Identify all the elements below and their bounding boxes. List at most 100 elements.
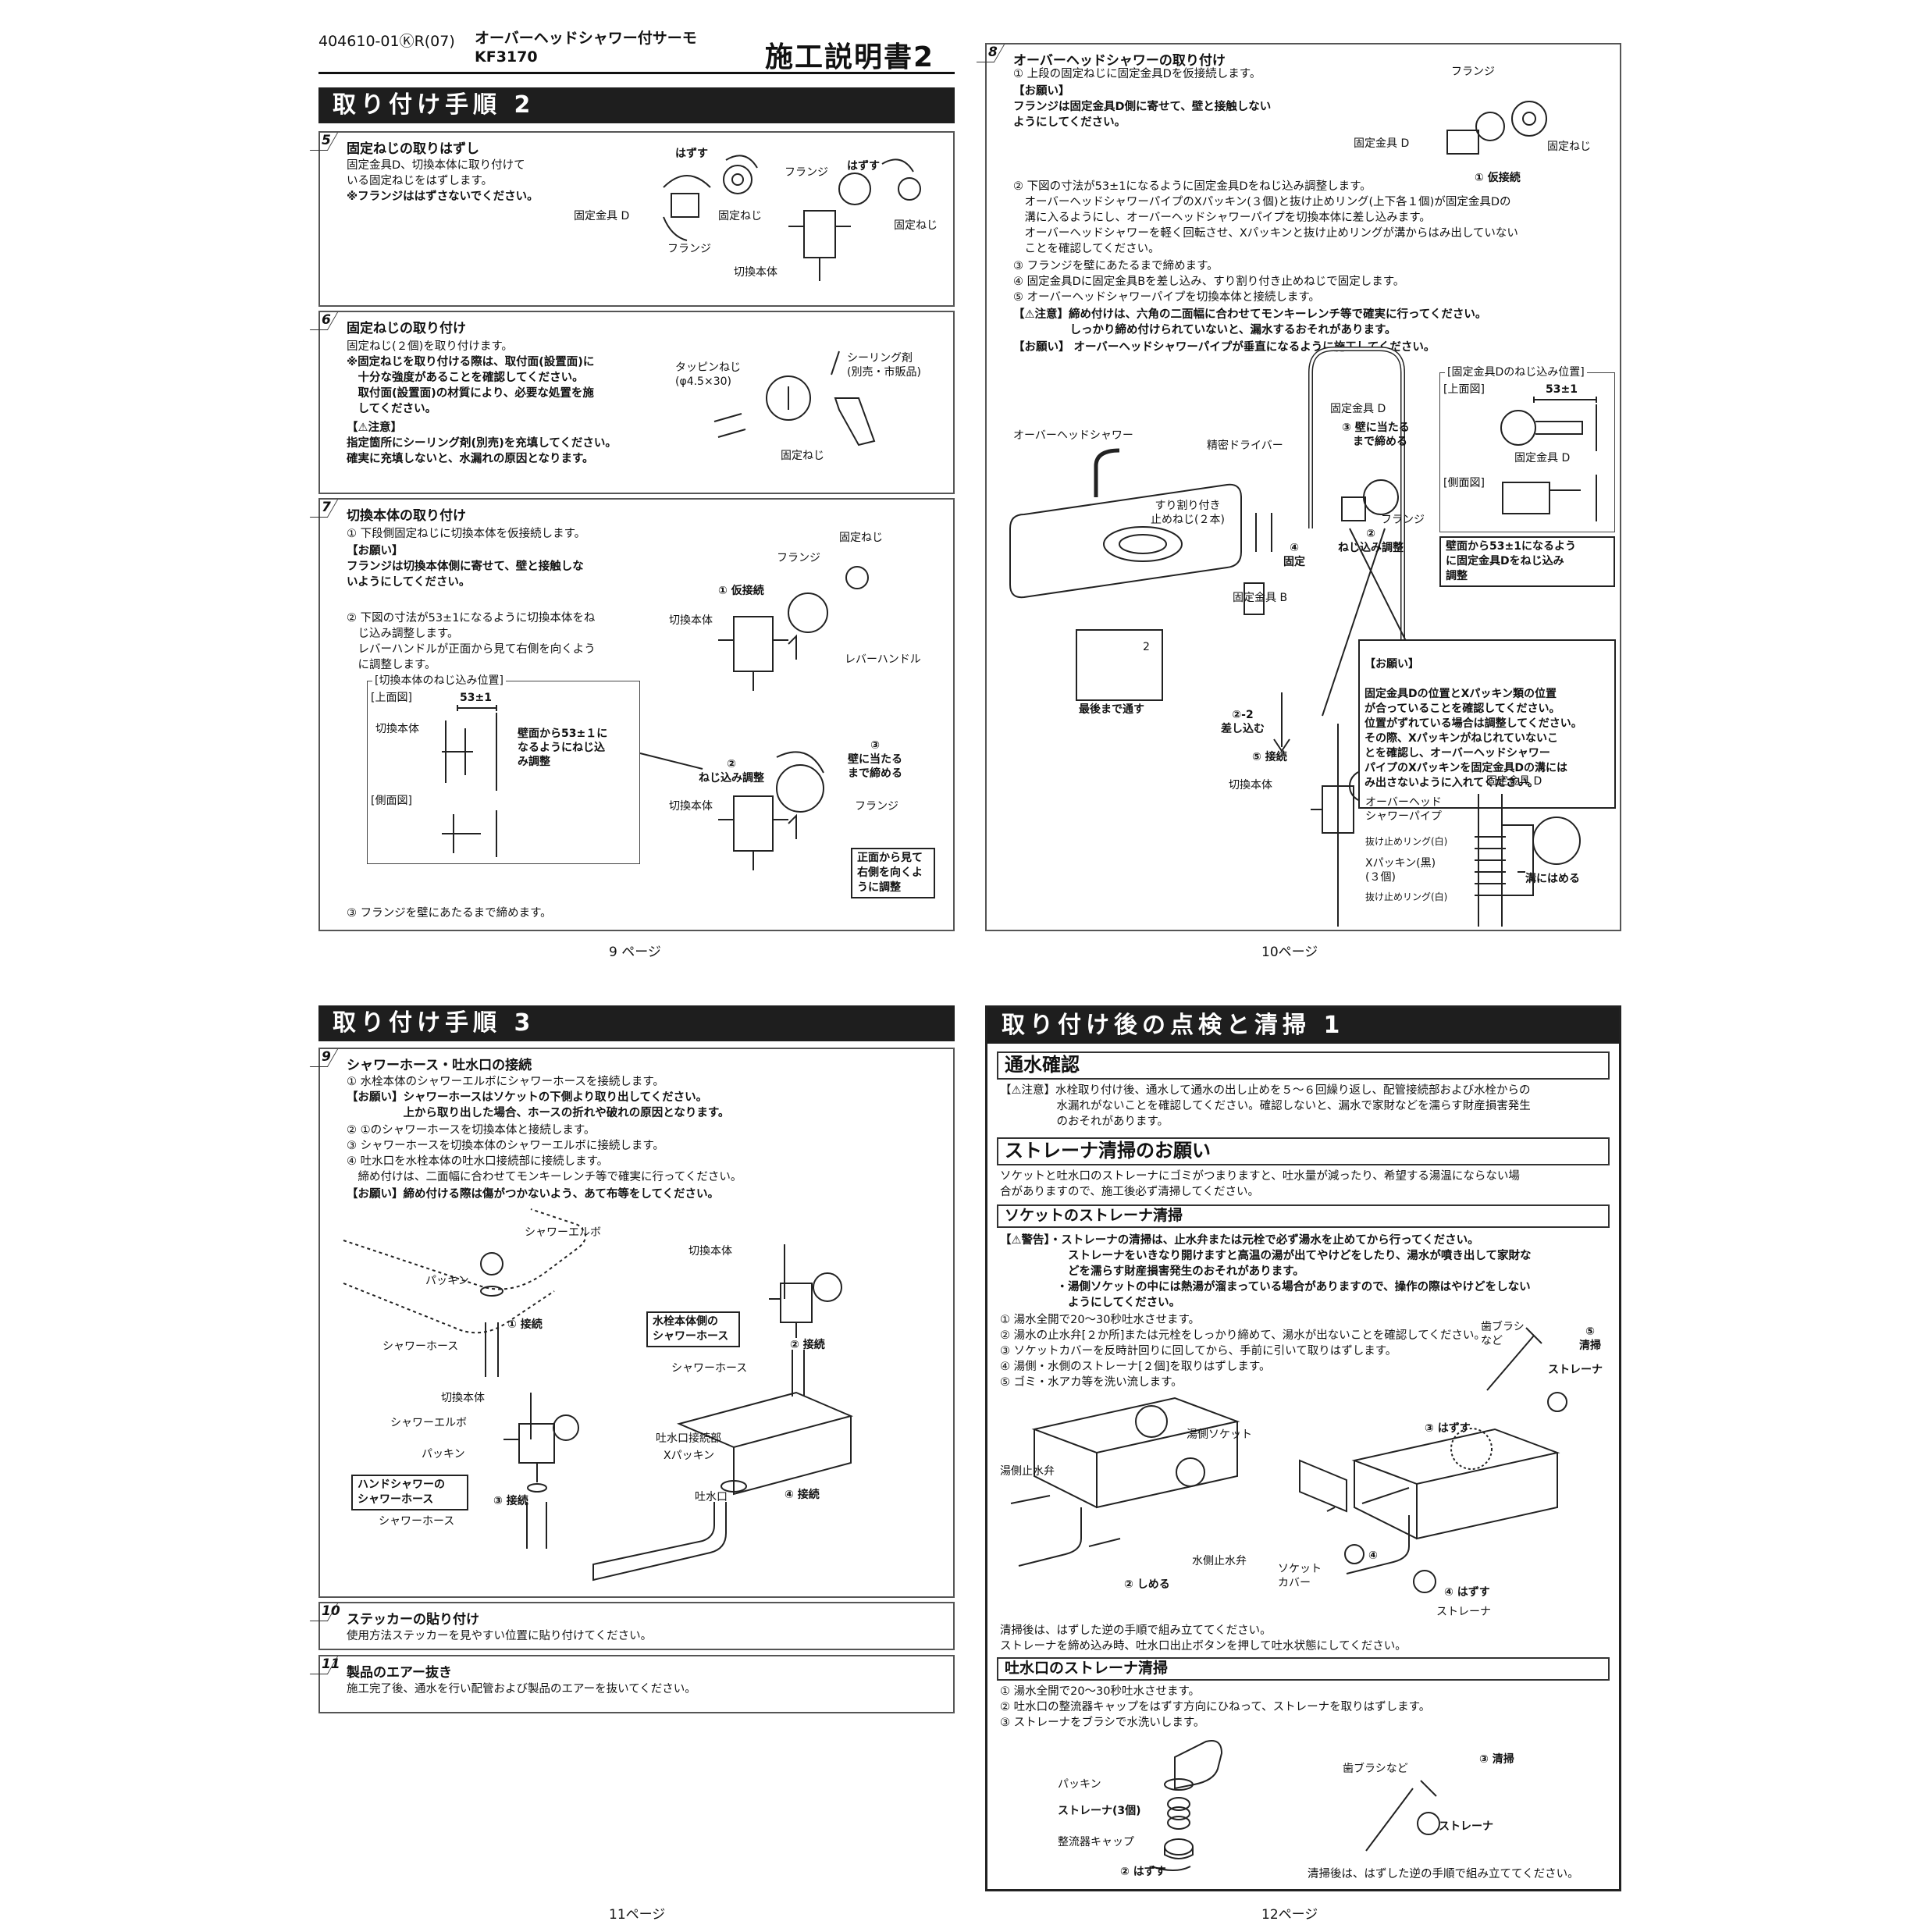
label-bracket-d: 固定金具 D bbox=[1486, 775, 1542, 788]
heading-water-check: 通水確認 bbox=[997, 1051, 1610, 1080]
dimension: 53±1 bbox=[1546, 383, 1578, 396]
label-flange: フランジ bbox=[785, 166, 828, 179]
page-number-11: 11ページ bbox=[609, 1907, 666, 1923]
label-push-through: 最後まで通す bbox=[1079, 703, 1144, 716]
label-switch-body: 切換本体 bbox=[688, 1245, 732, 1258]
step-9-illustration bbox=[343, 1208, 854, 1582]
page-number-12: 12ページ bbox=[1261, 1907, 1318, 1923]
request-heading: 【お願い】 bbox=[1013, 85, 1070, 98]
label-hot-valve: 湯側止水弁 bbox=[1000, 1465, 1055, 1478]
label-connect: ① 接続 bbox=[507, 1318, 543, 1331]
label-bracket-d: 固定金具 D bbox=[574, 210, 630, 222]
step-text: 使用方法ステッカーを見やすい位置に貼り付けてください。 bbox=[347, 1630, 653, 1642]
label-clean: ⑤ 清掃 bbox=[1579, 1325, 1601, 1352]
label-toothbrush: 歯ブラシなど bbox=[1343, 1763, 1408, 1775]
label-insert: ②-2 差し込む bbox=[1221, 709, 1265, 735]
model-number: KF3170 bbox=[475, 48, 538, 66]
label-spout-joint: 吐水口接続部 bbox=[656, 1432, 721, 1445]
step-7-illustration bbox=[639, 566, 869, 870]
label-strainer: ストレーナ bbox=[1436, 1606, 1491, 1618]
label-switch-body: 切換本体 bbox=[441, 1392, 485, 1404]
socket-warning: 【⚠警告】・ストレーナの清掃は、止水弁または元栓で必ず湯水を止めてから行ってくだ… bbox=[1000, 1234, 1532, 1309]
step-number: 6 bbox=[322, 312, 331, 328]
label-fix: ④ 固定 bbox=[1283, 542, 1305, 568]
label-overhead-pipe: オーバーヘッド シャワーパイプ bbox=[1365, 796, 1442, 823]
step-title: シャワーホース・吐水口の接続 bbox=[347, 1058, 532, 1073]
label-screw: 固定ねじ bbox=[1547, 141, 1591, 153]
step-number: 5 bbox=[322, 133, 331, 148]
step-number: 10 bbox=[322, 1603, 340, 1619]
label-remove: ② はずす bbox=[1120, 1866, 1166, 1878]
request-text: 【お願い】シャワーホースはソケットの下側より取り出してください。 上から取り出し… bbox=[347, 1091, 730, 1119]
step-title: 固定ねじの取りはずし bbox=[347, 141, 479, 157]
label-switch-body: 切換本体 bbox=[669, 614, 713, 627]
label-shower-elbow: シャワーエルボ bbox=[525, 1226, 601, 1239]
label-packing: パッキン bbox=[422, 1448, 465, 1461]
request-text: フランジは切換本体側に寄せて、壁と接触しな いようにしてください。 bbox=[347, 560, 584, 589]
label-flange: フランジ bbox=[855, 800, 898, 813]
top-view-label: [上面図] bbox=[371, 692, 412, 704]
label-bracket-b: 固定金具 B bbox=[1233, 592, 1288, 604]
label-hot-socket: 湯側ソケット bbox=[1187, 1429, 1252, 1441]
callout-hand-shower-hose: ハンドシャワーの シャワーホース bbox=[351, 1475, 468, 1510]
step-title: 製品のエアー抜き bbox=[347, 1665, 452, 1681]
label-connect: ④ 接続 bbox=[785, 1489, 820, 1501]
product-name: オーバーヘッドシャワー付サーモ bbox=[475, 30, 697, 47]
caution-heading: 【⚠注意】 bbox=[347, 422, 402, 434]
heading-spout-strainer: 吐水口のストレーナ清掃 bbox=[997, 1657, 1610, 1681]
label-connect: ③ 接続 bbox=[493, 1495, 528, 1507]
step-title: 切換本体の取り付け bbox=[347, 508, 466, 524]
step-number: 7 bbox=[322, 500, 331, 515]
request-box: 【お願い】 固定金具Dの位置とXパッキン類の位置 が合っていることを確認してくだ… bbox=[1358, 639, 1616, 809]
step-text: ① 上段の固定ねじに固定金具Dを仮接続します。 bbox=[1013, 68, 1261, 80]
step-8-box: 8 オーバーヘッドシャワーの取り付け ① 上段の固定ねじに固定金具Dを仮接続しま… bbox=[976, 43, 1621, 931]
label-temp-connect: ① 仮接続 bbox=[718, 585, 764, 597]
label-shower-hose: シャワーホース bbox=[379, 1515, 455, 1528]
label-bracket-d: 固定金具 D bbox=[1354, 137, 1410, 150]
step-text: ② 下図の寸法が53±1になるように固定金具Dをねじ込み調整します。 オーバーヘ… bbox=[1013, 180, 1518, 255]
step-number: 9 bbox=[322, 1049, 331, 1065]
label-screw-adjust: ② ねじ込み調整 bbox=[1338, 528, 1404, 554]
step-text: 施工完了後、通水を行い配管および製品のエアーを抜いてください。 bbox=[347, 1683, 696, 1695]
label-step-4: ④ bbox=[1368, 1550, 1378, 1562]
request-text: フランジは固定金具D側に寄せて、壁と接触しない ようにしてください。 bbox=[1013, 101, 1272, 129]
label-remove: ③ はずす bbox=[1425, 1422, 1471, 1435]
header-rule bbox=[318, 72, 955, 74]
step-text: ② ①のシャワーホースを切換本体と接続します。 ③ シャワーホースを切換本体のシ… bbox=[347, 1124, 742, 1183]
heading-strainer-request: ストレーナ清掃のお願い bbox=[997, 1137, 1610, 1165]
step-text: ③ フランジを壁にあたるまで締めます。 bbox=[1013, 260, 1219, 272]
step-text: ① 水栓本体のシャワーエルボにシャワーホースを接続します。 bbox=[347, 1076, 664, 1088]
label-overhead-shower: オーバーヘッドシャワー bbox=[1013, 429, 1133, 442]
label-hazusu: はずす bbox=[847, 160, 880, 173]
label-flange: フランジ bbox=[777, 552, 820, 564]
label-strainer: ストレーナ bbox=[1548, 1364, 1603, 1376]
document-title: 施工説明書2 bbox=[765, 41, 935, 73]
request-heading: 【お願い】 bbox=[1364, 658, 1419, 671]
socket-strainer-illustration bbox=[1010, 1327, 1567, 1593]
label-packing: パッキン bbox=[1058, 1778, 1101, 1791]
detail-drawing bbox=[1475, 794, 1581, 927]
step-5-illustration bbox=[663, 155, 921, 281]
label-remove: ④ はずす bbox=[1444, 1586, 1490, 1599]
step-number: 11 bbox=[322, 1656, 340, 1672]
step-title: オーバーヘッドシャワーの取り付け bbox=[1013, 53, 1226, 69]
strainer-request-text: ソケットと吐水口のストレーナにゴミがつまりますと、吐水量が減ったり、希望する湯温… bbox=[1000, 1170, 1520, 1198]
label-fit-groove: 溝にはめる bbox=[1525, 873, 1580, 885]
label-hazusu: はずす bbox=[675, 148, 708, 160]
wall-note: 壁面から53±１に なるようにねじ込 み調整 bbox=[518, 728, 608, 768]
step-8-illustration bbox=[1009, 101, 1547, 927]
label-set-screw: すり割り付き 止めねじ(２本) bbox=[1151, 500, 1225, 526]
step-title: 固定ねじの取り付け bbox=[347, 321, 466, 336]
step-text: ② 下図の寸法が53±1になるように切換本体をね じ込み調整します。 レバーハン… bbox=[347, 612, 596, 671]
label-strainer-3: ストレーナ(3個) bbox=[1058, 1805, 1141, 1817]
label-x-packing: Xパッキン(黒) (３個) bbox=[1365, 857, 1436, 884]
step-text: ③ フランジを壁にあたるまで締めます。 bbox=[347, 907, 552, 920]
side-view-label: [側面図] bbox=[1443, 477, 1485, 489]
step-6-box: 6 固定ねじの取り付け 固定ねじ(２個)を取り付けます。 ※固定ねじを取り付ける… bbox=[309, 311, 955, 494]
label-shower-elbow: シャワーエルボ bbox=[390, 1417, 467, 1429]
top-view-label: [上面図] bbox=[1443, 383, 1485, 396]
step-10-box: 10 ステッカーの貼り付け 使用方法ステッカーを見やすい位置に貼り付けてください… bbox=[309, 1602, 955, 1650]
page-number-10: 10ページ bbox=[1261, 945, 1318, 960]
label-screw: 固定ねじ bbox=[839, 532, 883, 544]
label-bracket-d: 固定金具 D bbox=[1330, 403, 1386, 415]
